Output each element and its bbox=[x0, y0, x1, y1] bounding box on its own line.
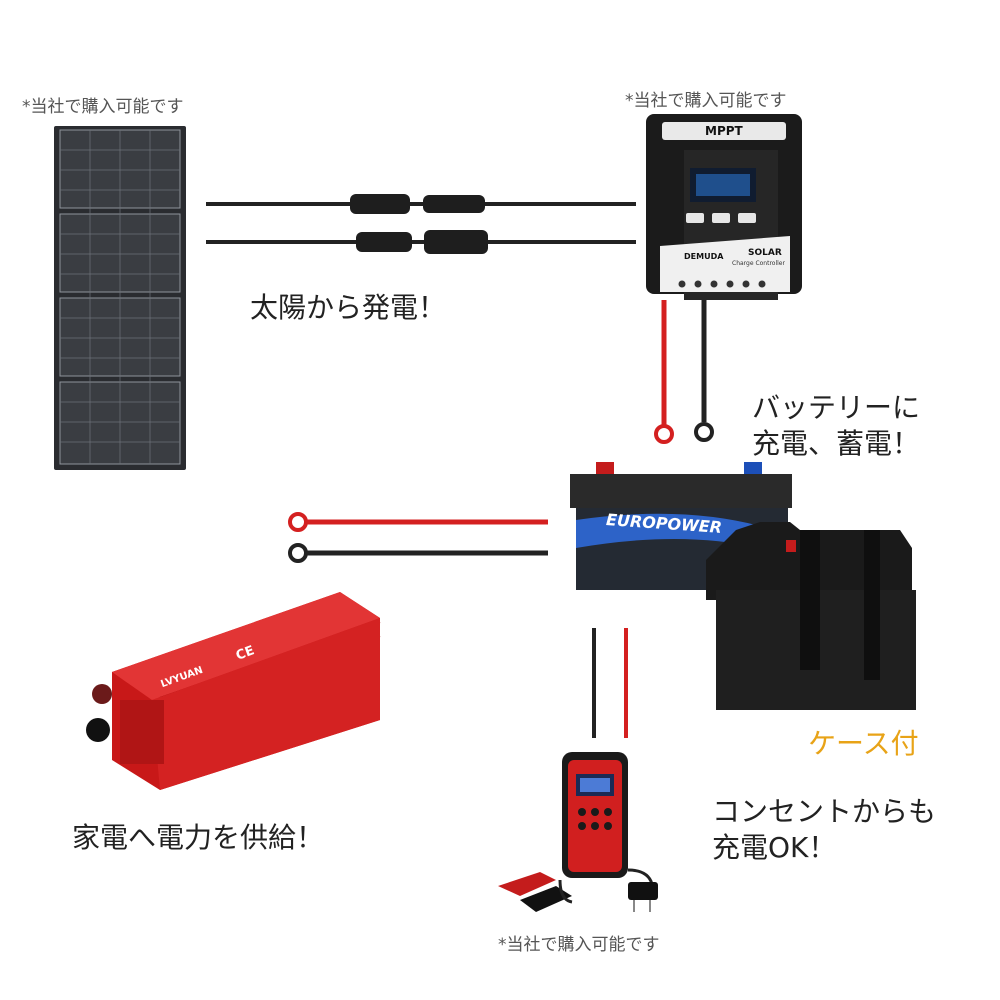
battery-charger bbox=[498, 752, 658, 912]
outlet-label-line2: 充電OK！ bbox=[712, 831, 837, 864]
charger-wires bbox=[592, 628, 628, 738]
battery-label-line1: バッテリーに bbox=[752, 391, 921, 424]
controller-battery-wires bbox=[654, 300, 714, 444]
controller-subtitle: Charge Controller bbox=[732, 260, 785, 267]
battery-inverter-wires bbox=[288, 512, 548, 563]
mppt-controller bbox=[646, 114, 802, 300]
battery-label-line2: 充電、蓄電！ bbox=[752, 427, 921, 460]
outlet-label-line1: コンセントからも bbox=[712, 795, 937, 828]
controller-solar-label: SOLAR bbox=[748, 248, 782, 258]
inverter-label: 家電へ電力を供給！ bbox=[72, 821, 325, 854]
power-inverter bbox=[86, 592, 381, 790]
battery-case bbox=[706, 522, 916, 710]
solar-label: 太陽から発電！ bbox=[250, 291, 447, 324]
case-label: ケース付 bbox=[808, 727, 919, 760]
solar-panel bbox=[54, 126, 186, 470]
controller-title: MPPT bbox=[705, 124, 743, 138]
solar-cables bbox=[206, 194, 636, 254]
controller-note: *当社で購入可能です bbox=[625, 91, 787, 111]
solar-panel-note: *当社で購入可能です bbox=[22, 97, 184, 117]
charger-note: *当社で購入可能です bbox=[498, 935, 660, 955]
controller-brand: DEMUDA bbox=[684, 252, 724, 261]
